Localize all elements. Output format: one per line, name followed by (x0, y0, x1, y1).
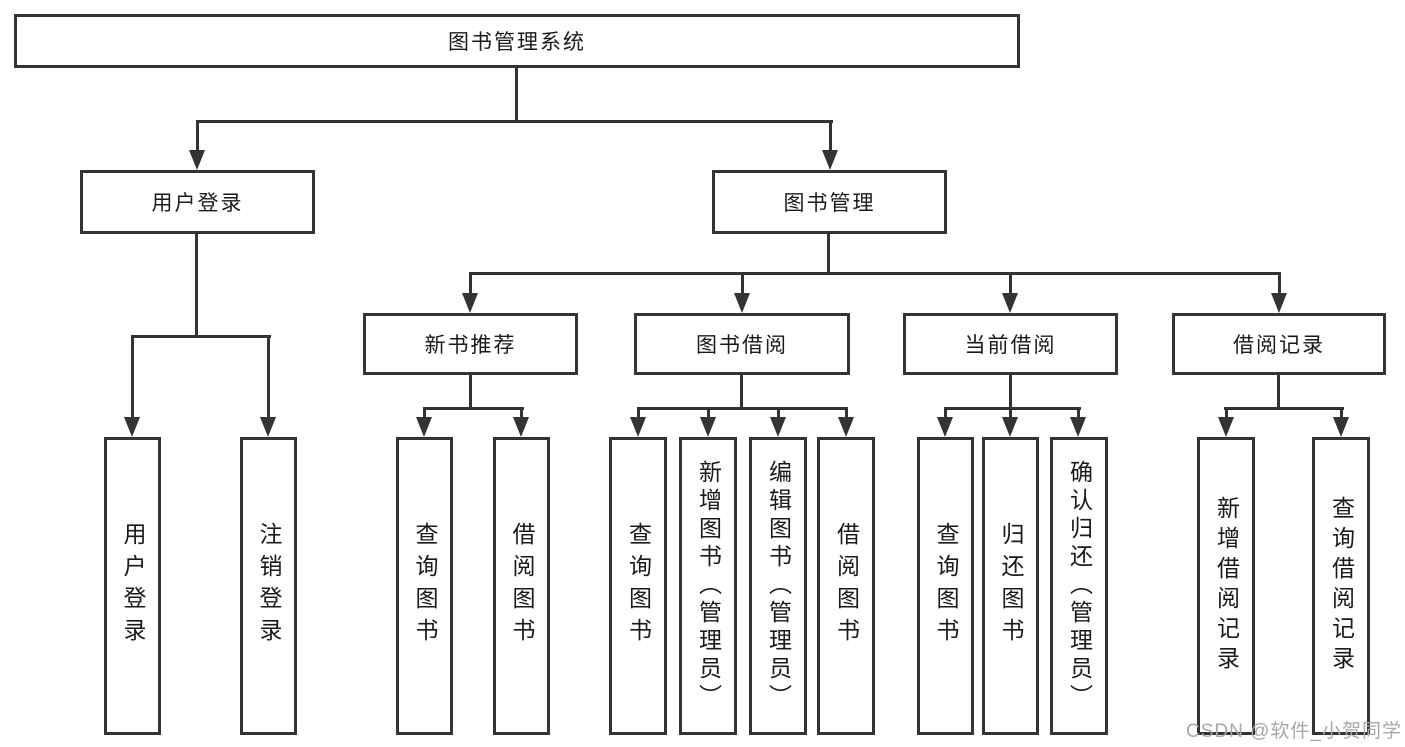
connector-arrow (937, 410, 953, 437)
leaf-borrow-edit-book-admin: 编辑图书（管理员） (749, 437, 807, 735)
connector-arrow (770, 410, 786, 437)
connector-line (1224, 407, 1344, 410)
leaf-recommend-borrow-book: 借阅图书 (493, 437, 550, 735)
node-current-borrowing: 当前借阅 (903, 313, 1118, 375)
connector-arrow (462, 274, 478, 313)
connector-line (515, 68, 518, 123)
connector-arrow (734, 274, 750, 313)
leaf-borrow-query-book: 查询图书 (609, 437, 667, 735)
connector-arrow (260, 337, 276, 437)
connector-arrow (1333, 410, 1349, 437)
connector-arrow (513, 410, 529, 437)
leaf-logout: 注销登录 (240, 437, 297, 735)
node-library-management-system: 图书管理系统 (14, 14, 1020, 68)
node-new-book-recommend: 新书推荐 (363, 313, 578, 375)
connector-line (827, 231, 830, 275)
leaf-current-query-book: 查询图书 (917, 437, 974, 735)
connector-arrow (1218, 410, 1234, 437)
node-user-login: 用户登录 (80, 170, 315, 234)
leaf-user-login: 用户登录 (104, 437, 161, 735)
node-book-borrowing: 图书借阅 (634, 313, 850, 375)
connector-line (196, 120, 833, 123)
connector-line (740, 375, 743, 410)
connector-arrow (822, 121, 838, 170)
connector-line (469, 375, 472, 410)
leaf-current-return-book: 归还图书 (982, 437, 1039, 735)
connector-line (944, 407, 1081, 410)
leaf-borrow-add-book-admin: 新增图书（管理员） (679, 437, 737, 735)
connector-line (195, 231, 198, 338)
node-book-management: 图书管理 (712, 170, 947, 234)
watermark-text: CSDN @软件_小贺同学 (1186, 721, 1402, 742)
connector-arrow (416, 410, 432, 437)
connector-arrow (700, 410, 716, 437)
connector-arrow (1271, 274, 1287, 313)
connector-line (1009, 375, 1012, 410)
leaf-recommend-query-book: 查询图书 (396, 437, 453, 735)
connector-line (1277, 375, 1280, 410)
connector-arrow (124, 337, 140, 437)
connector-arrow (1070, 410, 1086, 437)
connector-arrow (630, 410, 646, 437)
connector-arrow (838, 410, 854, 437)
leaf-record-query: 查询借阅记录 (1312, 437, 1370, 735)
leaf-borrow-borrow-book: 借阅图书 (817, 437, 875, 735)
connector-line (131, 335, 271, 338)
connector-line (469, 272, 1281, 275)
leaf-record-add: 新增借阅记录 (1197, 437, 1255, 735)
connector-line (423, 407, 524, 410)
connector-arrow (189, 121, 205, 170)
connector-line (637, 407, 848, 410)
connector-arrow (1002, 274, 1018, 313)
node-borrowing-records: 借阅记录 (1172, 313, 1386, 375)
leaf-current-confirm-return-admin: 确认归还（管理员） (1050, 437, 1108, 735)
connector-arrow (1002, 410, 1018, 437)
